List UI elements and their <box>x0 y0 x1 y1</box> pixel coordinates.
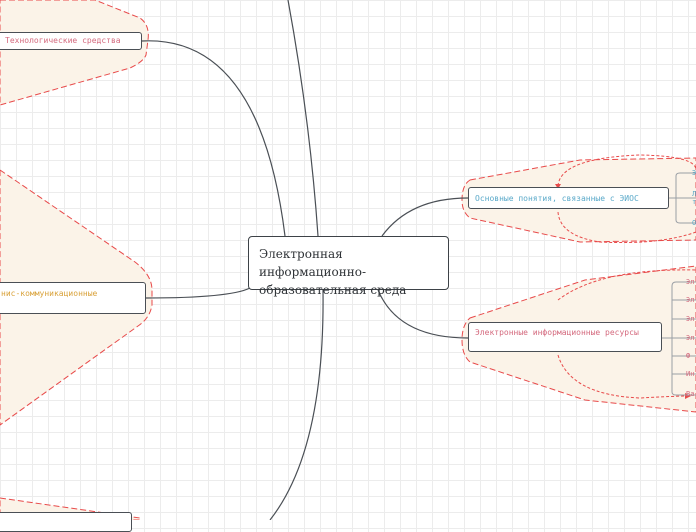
subtopic-basic-concepts-3[interactable]: О <box>692 219 696 227</box>
subtopic-e-resources-2[interactable]: Эл <box>686 296 695 304</box>
subtopic-e-resources-3[interactable]: Эл <box>686 315 695 323</box>
connector-basic-concepts <box>381 197 469 237</box>
subtopic-basic-concepts-2[interactable]: Л т <box>692 190 696 206</box>
relationship-basic-concepts <box>557 154 696 244</box>
subtopic-e-resources-1[interactable]: Эл <box>686 278 695 286</box>
topic-bottom-left[interactable] <box>0 512 132 532</box>
connector-bottom-trunk <box>269 289 324 520</box>
topic-ict[interactable]: нис-коммуникационные <box>0 282 146 314</box>
connector-e-resources <box>377 289 469 339</box>
connector-top-trunk <box>287 0 319 237</box>
bracket-basic-concepts <box>668 172 696 224</box>
connector-tech-means <box>141 40 286 237</box>
topic-basic-concepts[interactable]: Основные понятия, связанные с ЭИОС <box>468 187 669 209</box>
relationship-e-resources <box>557 269 696 399</box>
subtopic-e-resources-7[interactable]: Ва <box>686 390 695 398</box>
subtopic-e-resources-4[interactable]: Эл <box>686 334 695 342</box>
topic-e-resources[interactable]: Электронные информационные ресурсы <box>468 322 662 352</box>
bracket-e-resources <box>662 281 696 396</box>
subtopic-basic-concepts-1[interactable]: Э <box>692 169 696 177</box>
topic-tech-means[interactable]: Технологические средства <box>0 32 142 50</box>
boundary-tech-means <box>0 0 149 106</box>
connector-ict <box>145 287 251 299</box>
central-topic[interactable]: Электронная информационно-образовательна… <box>248 236 449 297</box>
relationship-arrowhead <box>555 184 561 189</box>
subtopic-e-resources-6[interactable]: Ин <box>686 370 695 378</box>
subtopic-e-resources-5[interactable]: Ф <box>686 352 691 360</box>
